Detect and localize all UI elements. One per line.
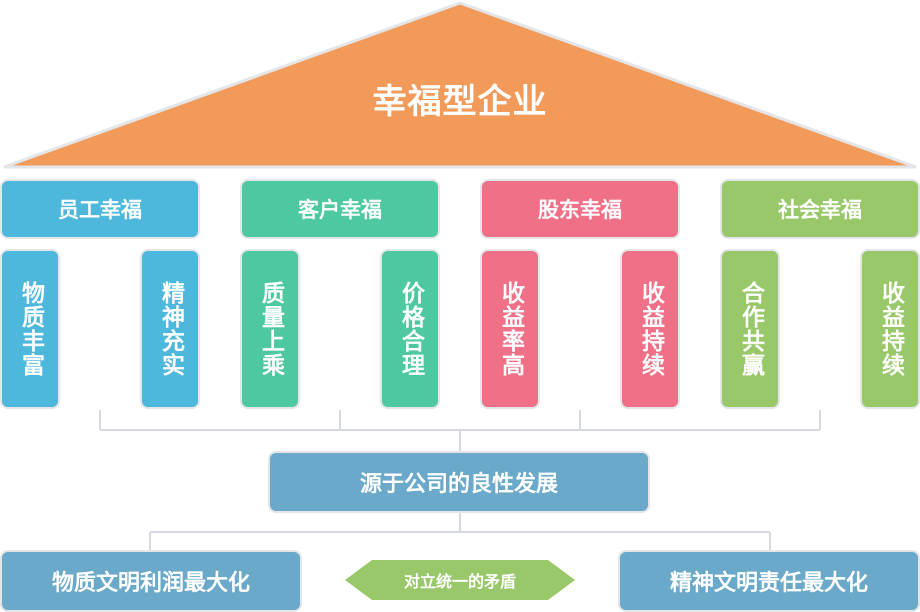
pillar-society-sustained-return: 收益持续 bbox=[860, 249, 920, 409]
header-employee-happiness: 员工幸福 bbox=[0, 179, 200, 239]
source-healthy-development: 源于公司的良性发展 bbox=[268, 451, 650, 513]
pillar-sustained-return: 收益持续 bbox=[620, 249, 680, 409]
pillar-material-abundance: 物质丰富 bbox=[0, 249, 60, 409]
material-civilization-box: 物质文明利润最大化 bbox=[0, 550, 302, 612]
header-customer-happiness: 客户幸福 bbox=[240, 179, 440, 239]
pillar-win-win-cooperation: 合作共赢 bbox=[720, 249, 780, 409]
pillar-high-return: 收益率高 bbox=[480, 249, 540, 409]
upper-connector bbox=[99, 410, 821, 451]
header-society-happiness: 社会幸福 bbox=[720, 179, 920, 239]
pillar-spiritual-fulfillment: 精神充实 bbox=[140, 249, 200, 409]
header-shareholder-happiness: 股东幸福 bbox=[480, 179, 680, 239]
roof-title: 幸福型企业 bbox=[372, 82, 548, 122]
contradiction-label: 对立统一的矛盾 bbox=[403, 572, 516, 591]
pillar-reasonable-price: 价格合理 bbox=[380, 249, 440, 409]
lower-connector bbox=[149, 513, 771, 550]
roof-triangle bbox=[3, 1, 917, 169]
spiritual-civilization-box: 精神文明责任最大化 bbox=[618, 550, 920, 612]
contradiction-arrow bbox=[345, 560, 575, 600]
pillar-superior-quality: 质量上乘 bbox=[240, 249, 300, 409]
